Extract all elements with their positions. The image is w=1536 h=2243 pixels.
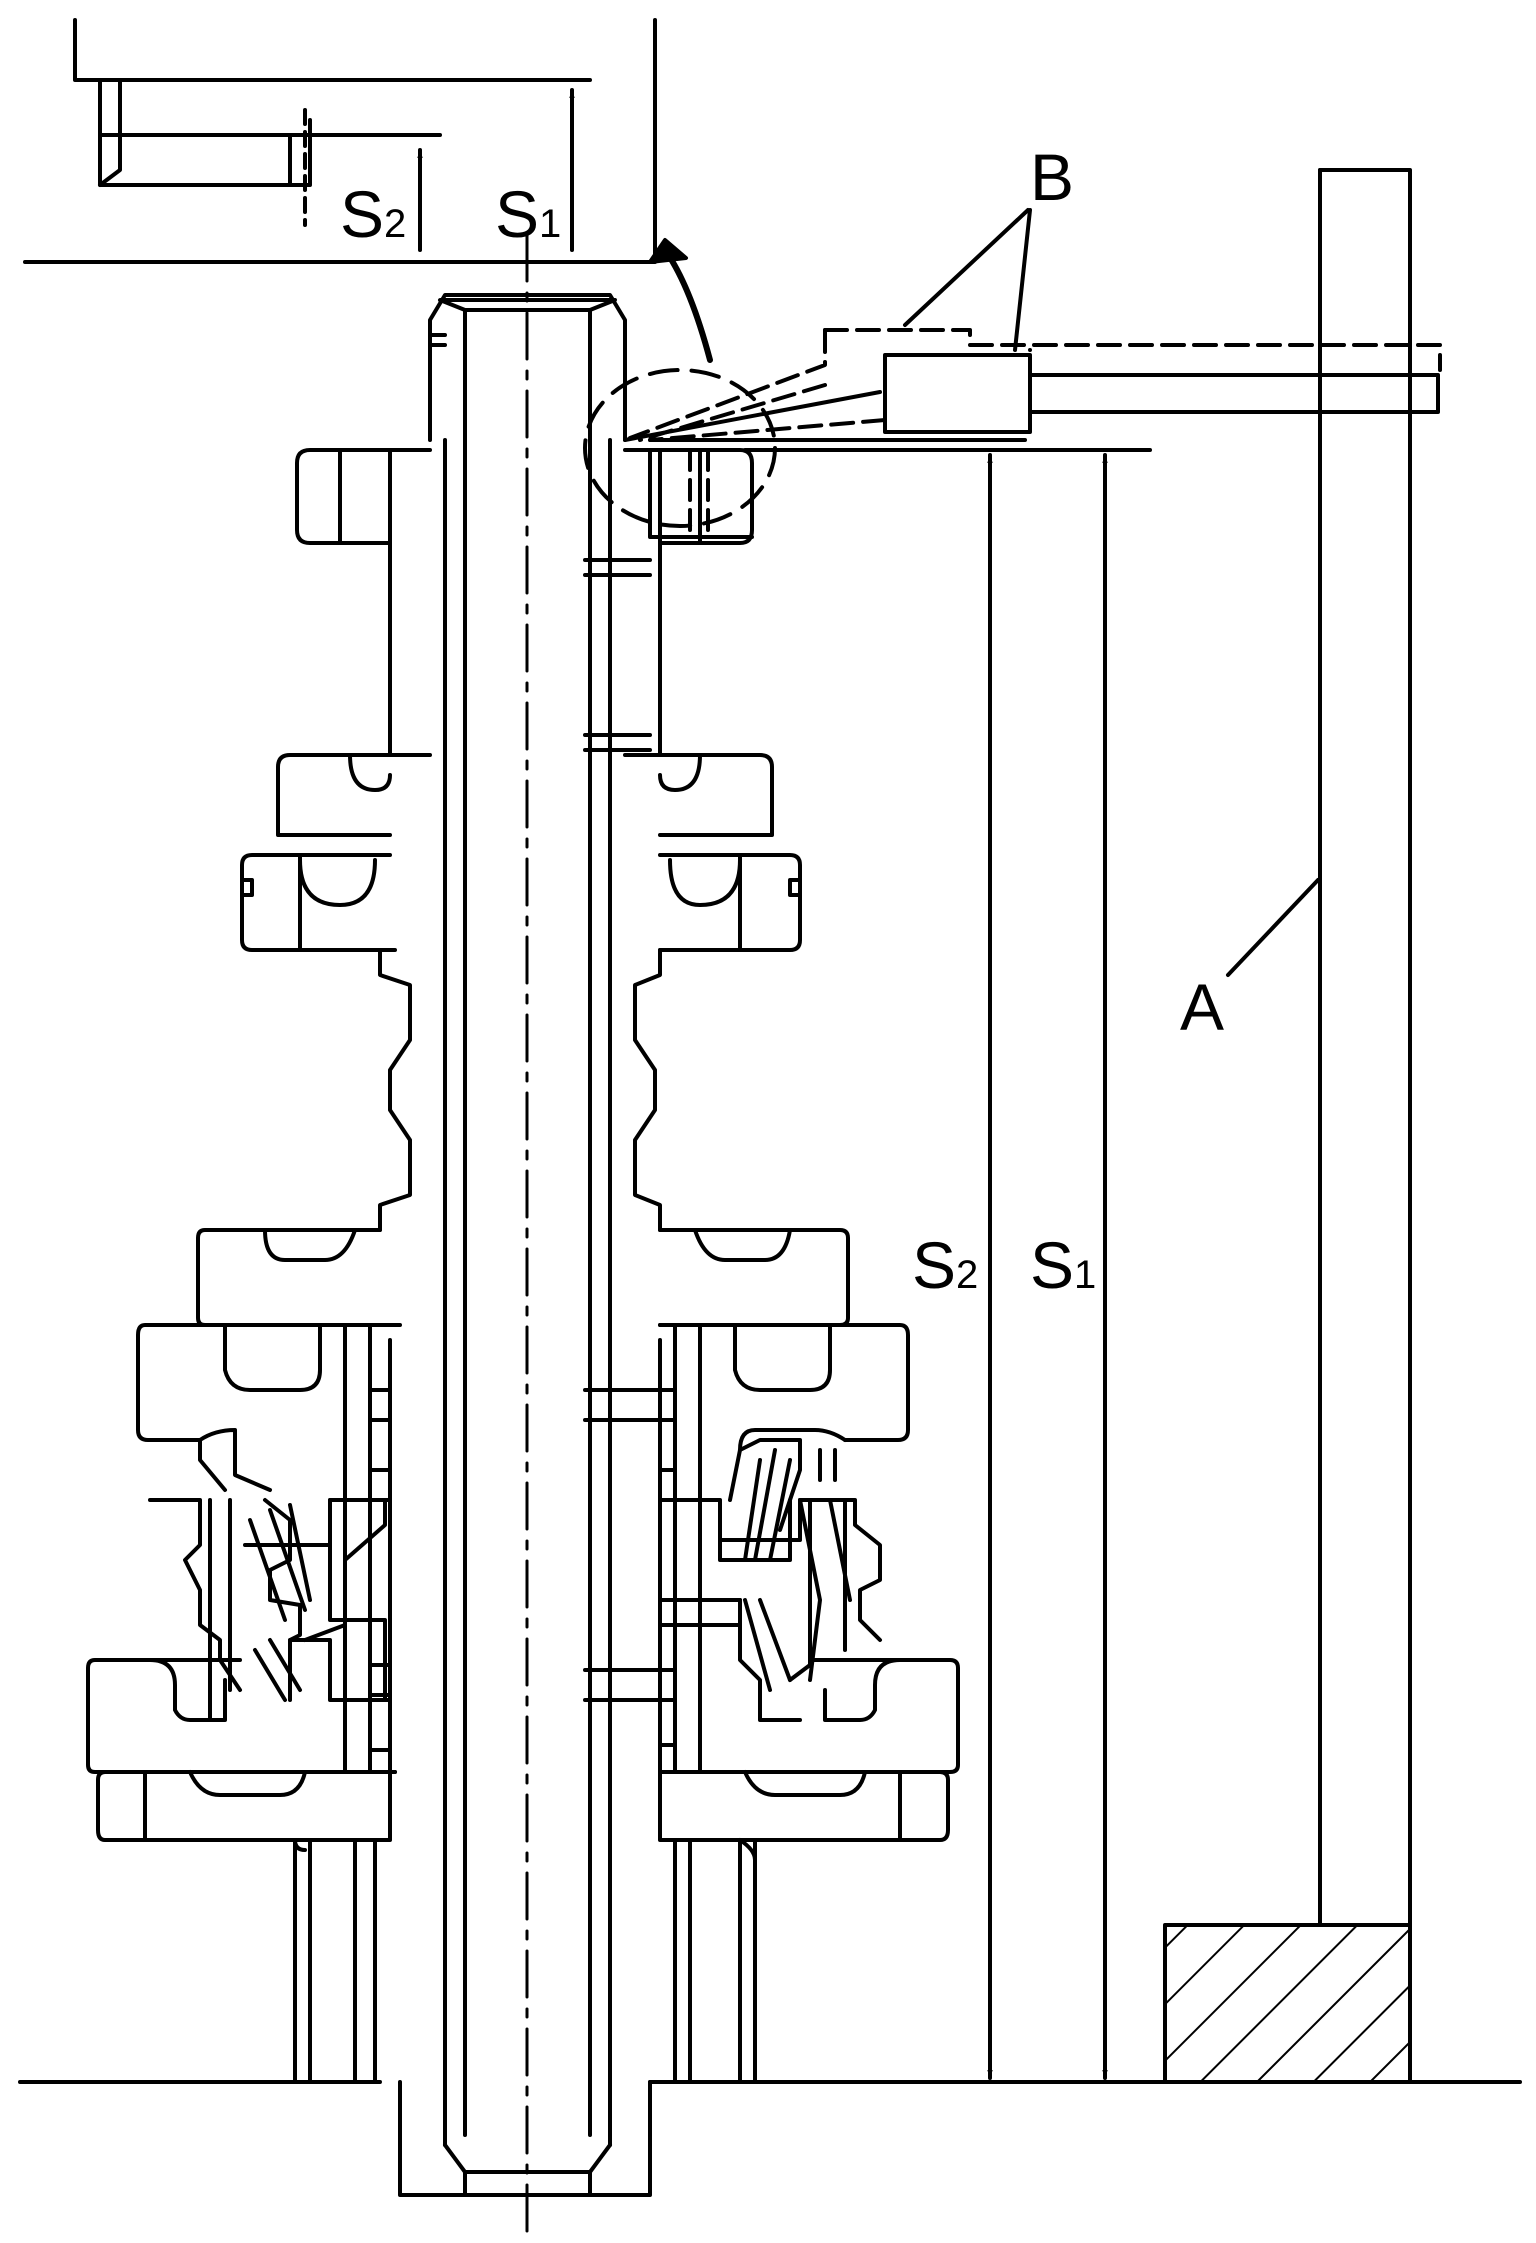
gauge-body (883, 353, 1032, 434)
inset-label-s1: S1 (495, 177, 561, 251)
rotation-arrow (662, 247, 713, 363)
label-s1: S1 (1030, 1228, 1096, 1302)
inset-label-s2: S2 (340, 177, 406, 251)
inset-detail-view (23, 18, 657, 264)
label-a: A (1180, 970, 1224, 1044)
leader-b (903, 208, 1032, 352)
leader-a (1226, 878, 1320, 977)
gauge-alt-position (823, 328, 1442, 372)
label-b: B (1030, 140, 1074, 214)
measuring-stand (1163, 168, 1412, 2084)
label-s2: S2 (912, 1228, 978, 1302)
left-gear-stack (18, 448, 432, 2084)
stand-base (1163, 1923, 1412, 2084)
dial-gauge-assembly (583, 238, 1442, 542)
shaft (398, 293, 652, 2197)
